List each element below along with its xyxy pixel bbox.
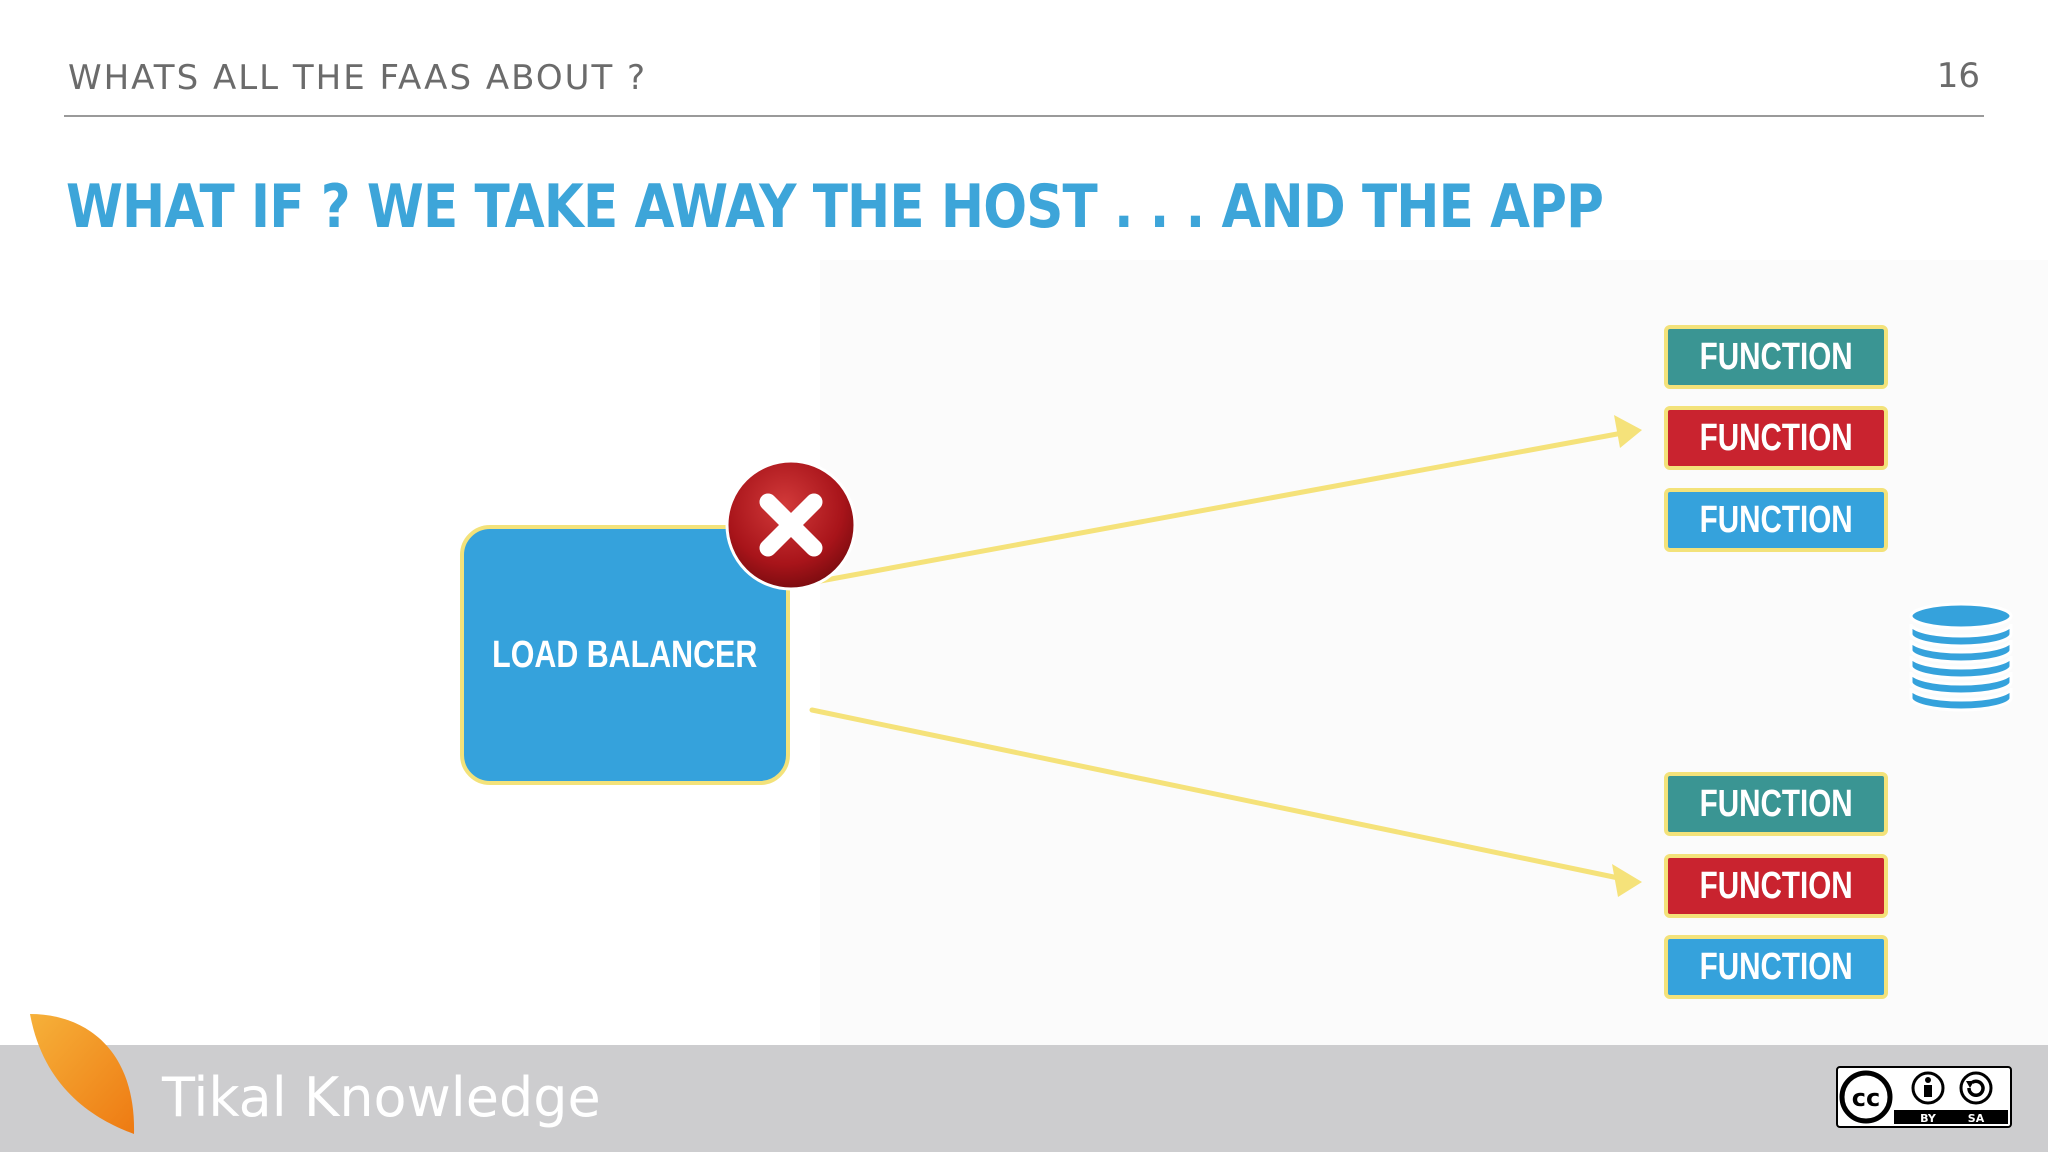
database-icon: [1909, 602, 2013, 712]
function-box-top-3: FUNCTION: [1664, 488, 1888, 552]
tikal-logo-icon: [30, 1014, 135, 1134]
function-label: FUNCTION: [1699, 416, 1853, 459]
footer-bar: [0, 1045, 2048, 1152]
function-box-bottom-1: FUNCTION: [1664, 772, 1888, 836]
function-label: FUNCTION: [1699, 945, 1853, 988]
function-label: FUNCTION: [1699, 335, 1853, 378]
license-sa-text: SA: [1968, 1112, 1985, 1125]
attribution-icon: [1911, 1071, 1945, 1105]
function-box-bottom-3: FUNCTION: [1664, 935, 1888, 999]
arrow-head-bottom: [1612, 864, 1642, 897]
function-label: FUNCTION: [1699, 498, 1853, 541]
page-number: 16: [1936, 56, 1980, 96]
slide-title: WHAT IF ? WE TAKE AWAY THE HOST . . . AN…: [66, 172, 1604, 242]
license-by-text: BY: [1920, 1112, 1937, 1125]
load-balancer-label: LOAD BALANCER: [492, 633, 758, 676]
function-box-bottom-2: FUNCTION: [1664, 854, 1888, 918]
header-divider: [64, 115, 1984, 117]
share-alike-icon: [1959, 1071, 1993, 1105]
svg-text:cc: cc: [1852, 1084, 1880, 1112]
arrow-to-bottom-functions: [809, 707, 1631, 883]
function-box-top-2: FUNCTION: [1664, 406, 1888, 470]
function-box-top-1: FUNCTION: [1664, 325, 1888, 389]
footer-brand: Tikal Knowledge: [162, 1066, 601, 1129]
section-title: WHATS ALL THE FAAS ABOUT ?: [68, 58, 648, 98]
cc-icon: cc: [1839, 1070, 1893, 1124]
remove-icon: [725, 459, 857, 591]
cc-license-badge[interactable]: cc BY SA: [1836, 1066, 2012, 1128]
load-balancer-box: LOAD BALANCER: [460, 525, 790, 785]
arrow-head-top: [1614, 415, 1642, 448]
arrow-to-top-functions: [812, 429, 1631, 585]
function-label: FUNCTION: [1699, 782, 1853, 825]
function-label: FUNCTION: [1699, 864, 1853, 907]
